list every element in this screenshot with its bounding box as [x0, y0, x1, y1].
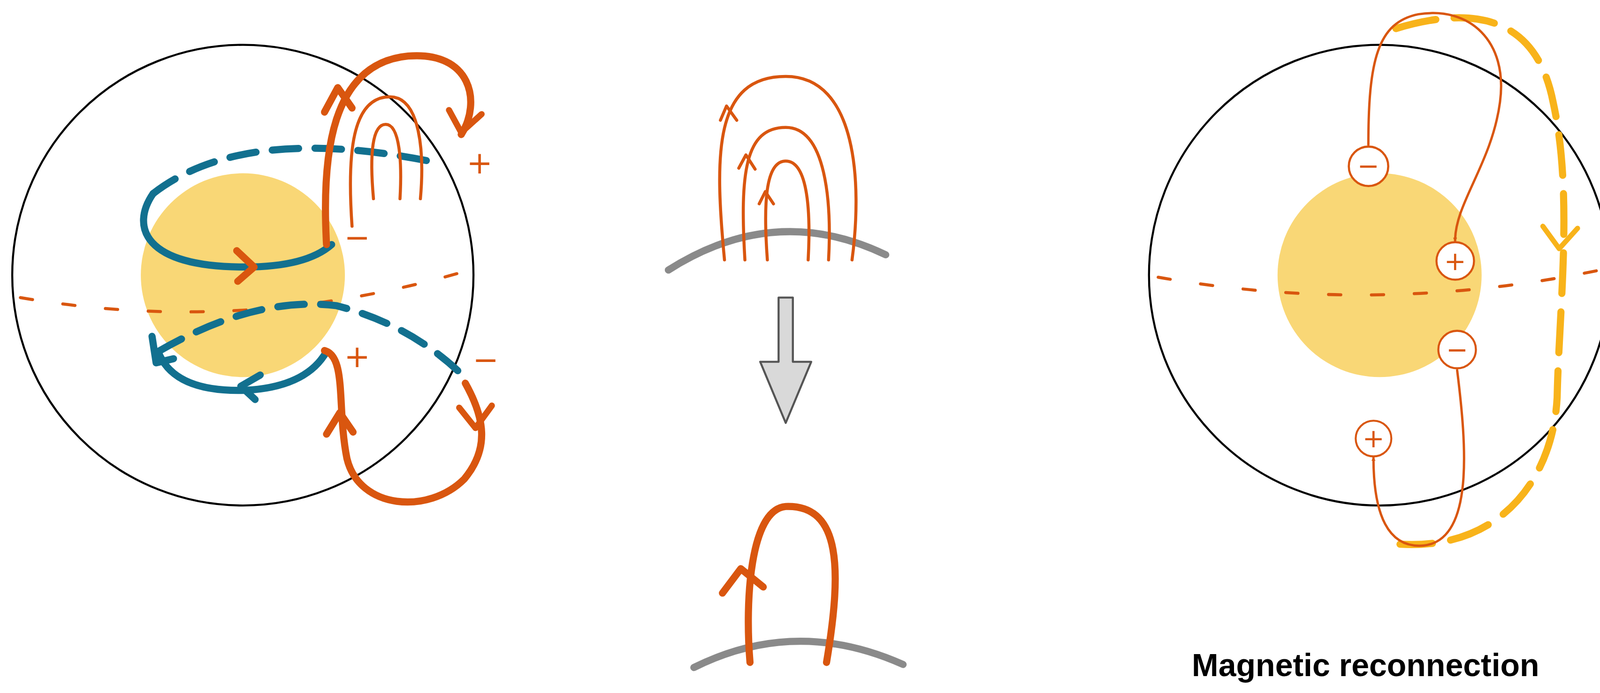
equator: [1158, 270, 1600, 296]
field-loop: [324, 350, 482, 503]
arrowhead: [459, 405, 493, 429]
reconnected-field: [1395, 17, 1564, 545]
arrowhead: [326, 412, 354, 435]
blue-field-dashed: [152, 148, 439, 194]
transition-arrow: [760, 297, 812, 424]
circle-outline: [1436, 242, 1474, 281]
arrowhead: [739, 154, 756, 169]
polarity-circle: −: [1436, 329, 1478, 371]
polarity-sign: +: [1362, 425, 1385, 452]
arrowhead: [240, 375, 260, 400]
polarity-sign: −: [1446, 336, 1469, 364]
arrowhead: [324, 87, 353, 113]
polarity-circle: −: [1347, 144, 1390, 188]
arrowhead: [720, 106, 737, 121]
panel-caption: Magnetic reconnection: [1191, 649, 1540, 682]
field-loop: [765, 160, 809, 260]
outer-circle: [12, 45, 474, 506]
sun-core: [1277, 173, 1482, 378]
outer-circle: [1149, 45, 1600, 506]
polarity-sign: −: [472, 344, 499, 376]
polarity-sign: −: [344, 222, 371, 254]
arrowhead: [722, 569, 764, 594]
polarity-sign: +: [344, 341, 371, 373]
circle-outline: [1355, 420, 1392, 457]
arrowhead: [449, 110, 482, 133]
field-loop: [743, 127, 830, 261]
field-line: [1373, 370, 1464, 546]
arrowhead: [759, 191, 774, 205]
polarity-circle: +: [1434, 240, 1476, 282]
circle-outline: [1438, 331, 1477, 369]
polarity-sign: +: [1444, 248, 1467, 275]
arrowhead: [236, 251, 255, 282]
circle-outline: [1348, 146, 1388, 186]
polarity-sign: +: [466, 147, 493, 179]
field-loop: [350, 96, 422, 227]
field-loop: [719, 76, 857, 260]
polarity-circle: +: [1354, 419, 1394, 459]
arrowhead: [1542, 226, 1578, 250]
polarity-sign: −: [1357, 152, 1380, 180]
blue-field-dashed: [158, 304, 460, 373]
field-loop: [371, 124, 401, 199]
field-loop: [325, 55, 472, 245]
arrowhead: [152, 336, 174, 364]
field-line: [1368, 13, 1501, 241]
surface: [693, 641, 904, 669]
